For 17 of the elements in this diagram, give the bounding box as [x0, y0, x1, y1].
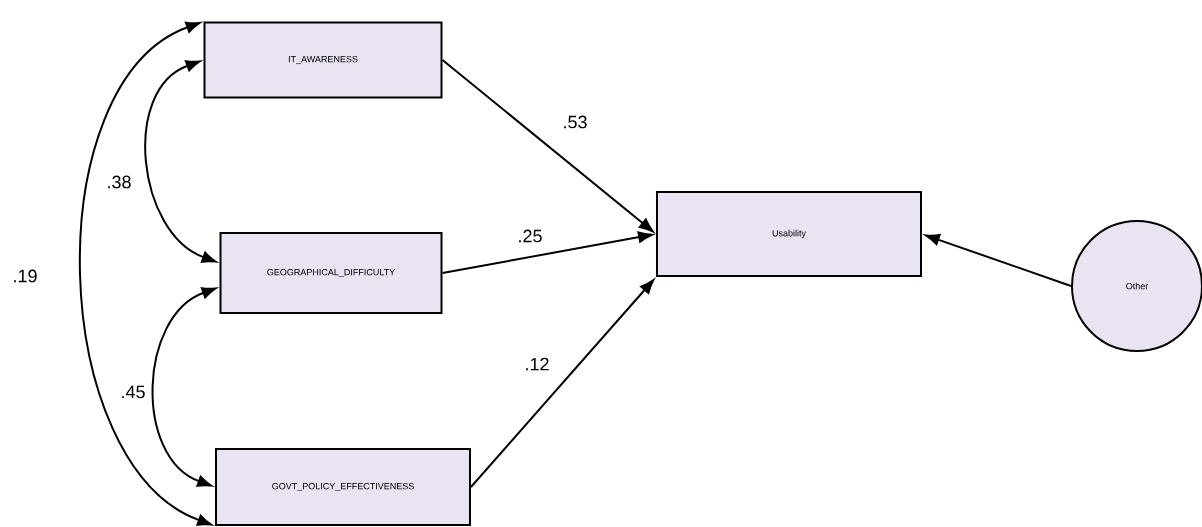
- coefficient-label: .38: [105, 174, 133, 190]
- variable-box: Usability: [656, 191, 922, 277]
- path-arrow: [79, 21, 212, 526]
- coefficient-label: .53: [561, 114, 589, 130]
- variable-box: GEOGRAPHICAL_DIFFICULTY: [219, 232, 443, 314]
- coefficient-label: .12: [523, 356, 551, 372]
- path-arrow: [470, 279, 655, 488]
- path-arrow: [144, 60, 217, 263]
- variable-box: GOVT_POLICY_EFFECTIVENESS: [215, 448, 471, 526]
- path-arrow: [151, 287, 217, 487]
- path-arrow: [441, 231, 653, 274]
- coefficient-label: .45: [119, 384, 147, 400]
- path-arrow: [441, 59, 654, 233]
- coefficient-label: .25: [516, 228, 544, 244]
- path-arrow: [925, 234, 1072, 287]
- variable-box: IT_AWARENESS: [203, 21, 443, 99]
- coefficient-label: .19: [11, 268, 39, 284]
